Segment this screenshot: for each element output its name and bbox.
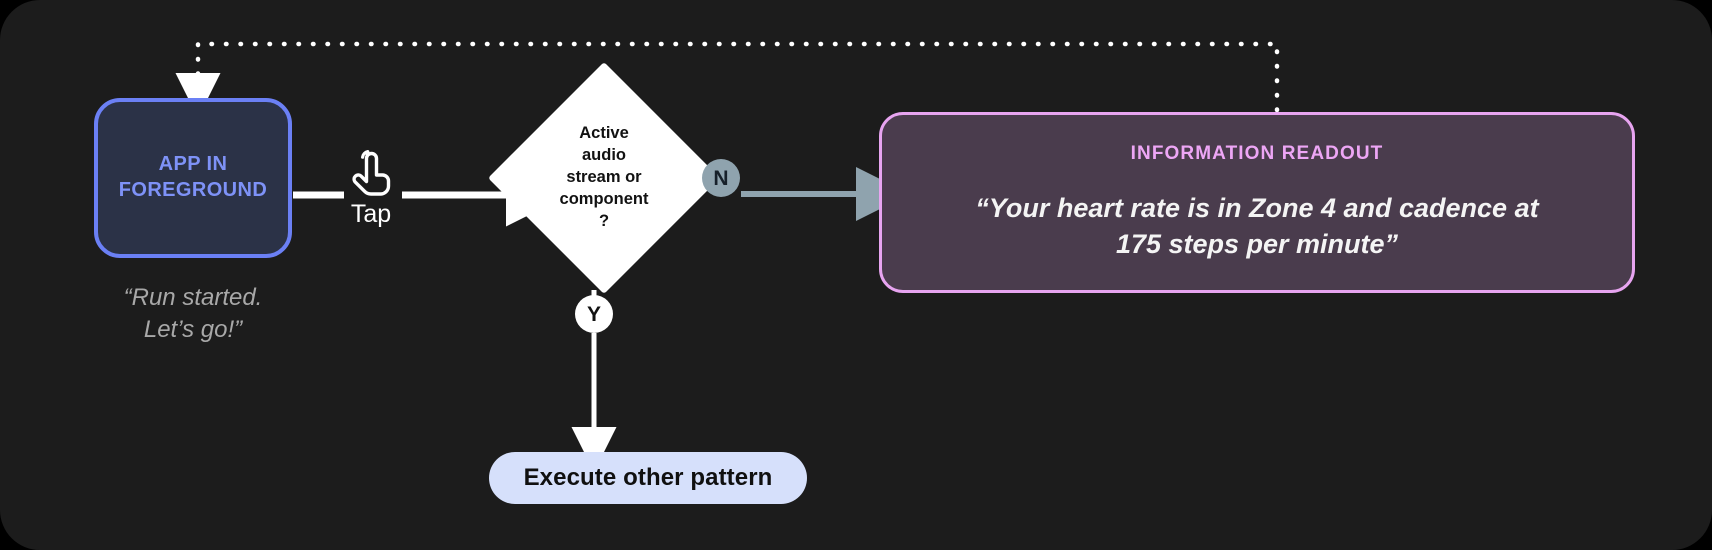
decision-label-line1: Active [579, 124, 629, 143]
readout-quote: “Your heart rate is in Zone 4 and cadenc… [975, 191, 1538, 263]
readout-quote-line1: “Your heart rate is in Zone 4 and cadenc… [975, 192, 1539, 223]
app-node-label: APP IN FOREGROUND [119, 152, 267, 203]
app-caption-line1: “Run started. [123, 284, 263, 311]
branch-badge-yes-label: Y [586, 302, 601, 326]
decision-label-line2: audio [582, 146, 626, 165]
app-node-label-line2: FOREGROUND [118, 179, 268, 201]
readout-quote-line2: 175 steps per minute” [1115, 228, 1399, 259]
node-decision-active-audio[interactable]: Active audio stream or component ? [488, 62, 720, 294]
app-caption-line2: Let’s go!” [143, 315, 243, 343]
branch-badge-yes: Y [575, 295, 613, 333]
app-node-label-line1: APP IN [158, 153, 228, 176]
branch-badge-no-label: N [713, 166, 729, 190]
decision-label: Active audio stream or component ? [488, 123, 720, 233]
decision-label-line4: component [559, 189, 649, 208]
node-app-in-foreground[interactable]: APP IN FOREGROUND [94, 98, 292, 258]
gesture-tap: Tap [332, 148, 410, 227]
app-node-caption: “Run started. Let’s go!” [60, 282, 326, 345]
node-execute-other-pattern[interactable]: Execute other pattern [489, 452, 807, 504]
tap-gesture-label: Tap [350, 200, 392, 228]
branch-badge-no: N [702, 159, 740, 197]
node-information-readout[interactable]: INFORMATION READOUT “Your heart rate is … [879, 112, 1635, 293]
readout-title: INFORMATION READOUT [1130, 142, 1384, 164]
execute-node-label: Execute other pattern [523, 464, 773, 491]
decision-label-line5: ? [598, 211, 610, 230]
decision-label-line3: stream or [566, 168, 642, 187]
tap-gesture-icon [352, 150, 391, 196]
wire-feedback-loop [175, 41, 1280, 118]
